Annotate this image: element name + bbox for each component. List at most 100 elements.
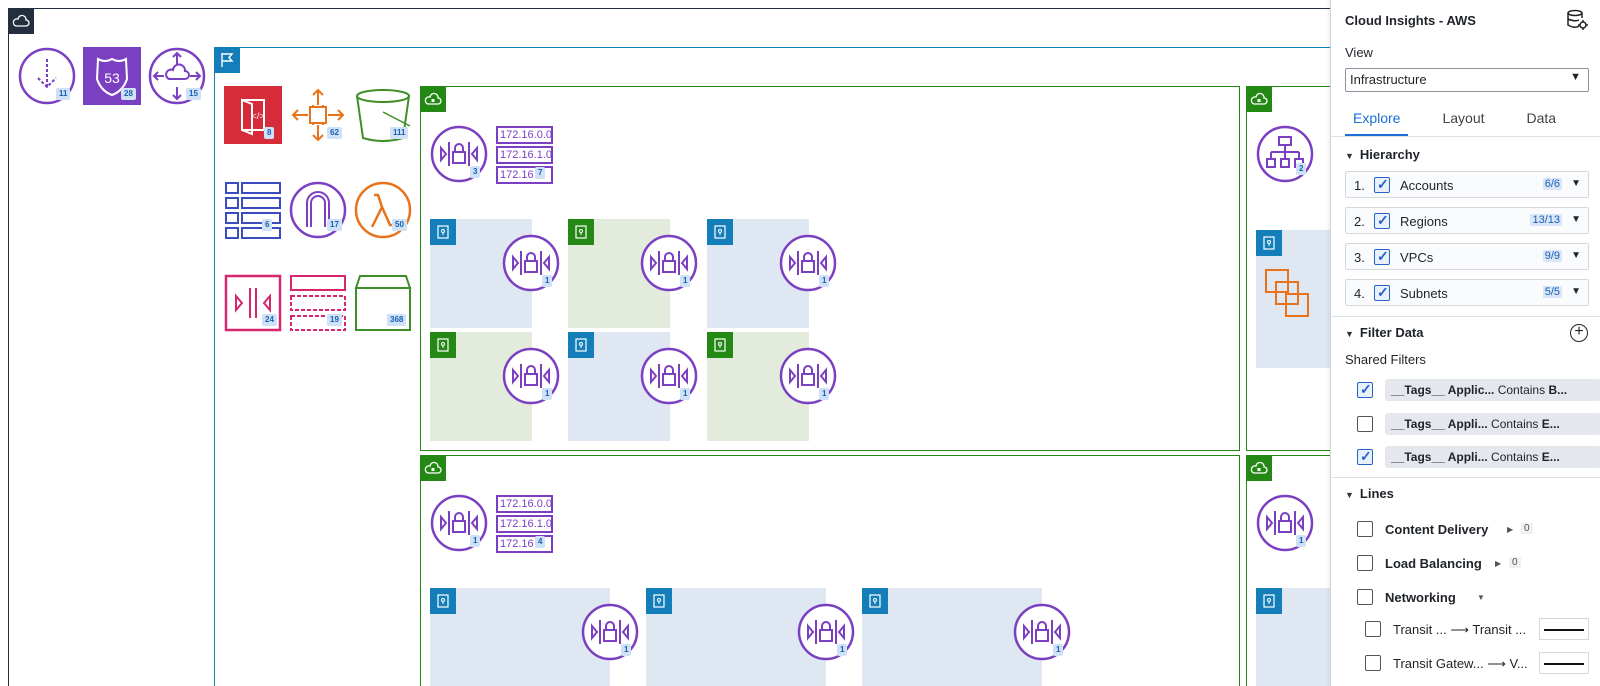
lambda-icon[interactable]: 50 [354, 181, 412, 239]
filter-checkbox[interactable] [1357, 381, 1373, 398]
expand-triangle-icon[interactable]: ▼ [1477, 593, 1485, 602]
vpn-connection-badge: 1 [542, 275, 553, 287]
region-container[interactable] [214, 47, 1330, 686]
vpn-connection-icon[interactable]: 1 [640, 234, 698, 292]
vpn-gateway-icon[interactable]: 3 [430, 125, 488, 183]
tab-explore[interactable]: Explore [1345, 106, 1409, 137]
load-balancer-icon[interactable]: 2 [1256, 125, 1314, 183]
hierarchy-item-accounts[interactable]: 1. Accounts 6/6 ▼ [1345, 171, 1589, 198]
cidr-block[interactable]: 172.16.1.0 [496, 515, 553, 533]
line-checkbox[interactable] [1357, 589, 1373, 605]
chevron-down-icon[interactable]: ▼ [1571, 250, 1581, 261]
line-item-content-delivery[interactable]: Content Delivery ▶ 0 [1345, 518, 1595, 540]
ec2-instances-icon[interactable] [1264, 268, 1314, 328]
filter-checkbox[interactable] [1357, 448, 1373, 465]
shared-filter-row[interactable]: __Tags__ Appli... Contains E... [1345, 413, 1600, 435]
line-item-networking[interactable]: Networking ▼ [1345, 586, 1595, 608]
hierarchy-item-subnets[interactable]: 4. Subnets 5/5 ▼ [1345, 279, 1589, 306]
expand-triangle-icon[interactable]: ▶ [1507, 525, 1514, 534]
subnet-public[interactable] [430, 588, 610, 686]
sub-line-checkbox[interactable] [1365, 655, 1381, 671]
hierarchy-checkbox[interactable] [1374, 212, 1390, 229]
line-style-swatch[interactable] [1539, 652, 1589, 674]
expand-triangle-icon[interactable]: ▶ [1495, 559, 1502, 568]
s3-bucket-icon[interactable]: 111 [354, 86, 412, 144]
tab-layout[interactable]: Layout [1442, 110, 1485, 126]
cidr-count-badge: 4 [535, 536, 546, 548]
sub-line-label: Transit ... ⟶ Transit ... [1393, 622, 1526, 638]
cidr-block[interactable]: 172.16 [496, 535, 553, 553]
filter-operator: Contains [1491, 417, 1539, 431]
kinesis-icon[interactable]: 24 [224, 274, 282, 332]
line-item-load-balancing[interactable]: Load Balancing ▶ 0 [1345, 552, 1595, 574]
account-container[interactable] [8, 8, 1330, 686]
vpn-connection-icon[interactable]: 1 [779, 234, 837, 292]
vpn-connection-badge: 1 [819, 275, 830, 287]
route53-hosted-zone-icon[interactable]: 11 [18, 47, 76, 105]
panel-tabs: Explore Layout Data [1345, 106, 1590, 137]
tab-data[interactable]: Data [1526, 110, 1557, 126]
s3-glacier-icon[interactable]: 368 [354, 274, 412, 332]
vpn-connection-icon[interactable]: 1 [1013, 603, 1071, 661]
line-style-swatch[interactable] [1539, 618, 1589, 640]
hierarchy-item-vpcs[interactable]: 3. VPCs 9/9 ▼ [1345, 243, 1589, 270]
subnet-public[interactable] [862, 588, 1042, 686]
chevron-down-icon[interactable]: ▼ [1571, 214, 1581, 225]
vpn-connection-icon[interactable]: 1 [640, 347, 698, 405]
vpn-connection-icon[interactable]: 1 [797, 603, 855, 661]
vpc-container-right-top[interactable] [1246, 86, 1330, 451]
vpn-connection-icon[interactable]: 1 [502, 234, 560, 292]
vpn-connection-icon[interactable]: 1 [779, 347, 837, 405]
filter-data-section-header[interactable]: ▼Filter Data [1345, 325, 1424, 340]
view-select[interactable]: Infrastructure ▼ [1345, 68, 1589, 92]
filter-pill[interactable]: __Tags__ Applic... Contains B... [1385, 379, 1600, 401]
cidr-block[interactable]: 172.16 [496, 166, 553, 184]
vpn-gateway-icon[interactable]: 1 [1256, 494, 1314, 552]
shared-filter-row[interactable]: __Tags__ Applic... Contains B... [1345, 379, 1600, 401]
hierarchy-checkbox[interactable] [1374, 176, 1390, 193]
add-filter-icon[interactable]: + [1570, 324, 1588, 342]
filter-checkbox[interactable] [1357, 416, 1373, 432]
networking-sub-item[interactable]: Transit Gatew... ⟶ V... [1345, 652, 1595, 674]
ec2-icon[interactable]: 62 [289, 86, 347, 144]
filter-pill[interactable]: __Tags__ Appli... Contains E... [1385, 413, 1600, 435]
transit-gateway-icon[interactable]: 15 [148, 47, 206, 105]
line-checkbox[interactable] [1357, 521, 1373, 537]
hierarchy-checkbox[interactable] [1374, 248, 1390, 265]
vpn-gateway-icon[interactable]: 1 [430, 494, 488, 552]
subnet-public[interactable] [646, 588, 826, 686]
api-gateway-icon[interactable]: </> 8 [224, 86, 282, 144]
sub-line-checkbox[interactable] [1365, 621, 1381, 637]
lines-title: Lines [1359, 486, 1394, 501]
line-checkbox[interactable] [1357, 555, 1373, 571]
sagemaker-icon[interactable]: 19 [289, 274, 347, 332]
vpc-container-right-bottom[interactable] [1246, 455, 1330, 686]
elasticache-icon[interactable]: 17 [289, 181, 347, 239]
hierarchy-section-header[interactable]: ▼Hierarchy [1345, 147, 1420, 162]
sqs-icon[interactable]: 6 [224, 181, 282, 239]
vpn-gateway-badge: 1 [1296, 535, 1307, 547]
filter-pill[interactable]: __Tags__ Appli... Contains E... [1385, 446, 1600, 468]
cidr-block[interactable]: 172.16.1.0 [496, 146, 553, 164]
diagram-canvas[interactable]: 11 53 28 15 </> 8 62 111 6 17 50 24 [0, 0, 1330, 686]
kinesis-badge: 24 [262, 314, 277, 326]
subnet-lock-icon [1256, 588, 1282, 614]
shared-filter-row[interactable]: __Tags__ Appli... Contains E... [1345, 446, 1600, 468]
vpc-cloud-lock-icon [420, 86, 446, 112]
cidr-block[interactable]: 172.16.0.0 [496, 126, 553, 144]
vpc-container-top[interactable] [420, 86, 1240, 451]
cidr-block[interactable]: 172.16.0.0 [496, 495, 553, 513]
networking-sub-item[interactable]: Transit ... ⟶ Transit ... [1345, 618, 1595, 640]
lines-section-header[interactable]: ▼Lines [1345, 486, 1394, 501]
route53-icon[interactable]: 53 28 [83, 47, 141, 105]
chevron-down-icon[interactable]: ▼ [1571, 286, 1581, 297]
hierarchy-item-regions[interactable]: 2. Regions 13/13 ▼ [1345, 207, 1589, 234]
hierarchy-checkbox[interactable] [1374, 284, 1390, 301]
chevron-down-icon[interactable]: ▼ [1571, 178, 1581, 189]
vpn-connection-icon[interactable]: 1 [502, 347, 560, 405]
vpn-connection-icon[interactable]: 1 [581, 603, 639, 661]
vpc-container-bottom[interactable] [420, 455, 1240, 686]
section-divider [1331, 477, 1600, 478]
filter-value: E... [1541, 417, 1560, 431]
database-settings-icon[interactable] [1566, 9, 1588, 31]
